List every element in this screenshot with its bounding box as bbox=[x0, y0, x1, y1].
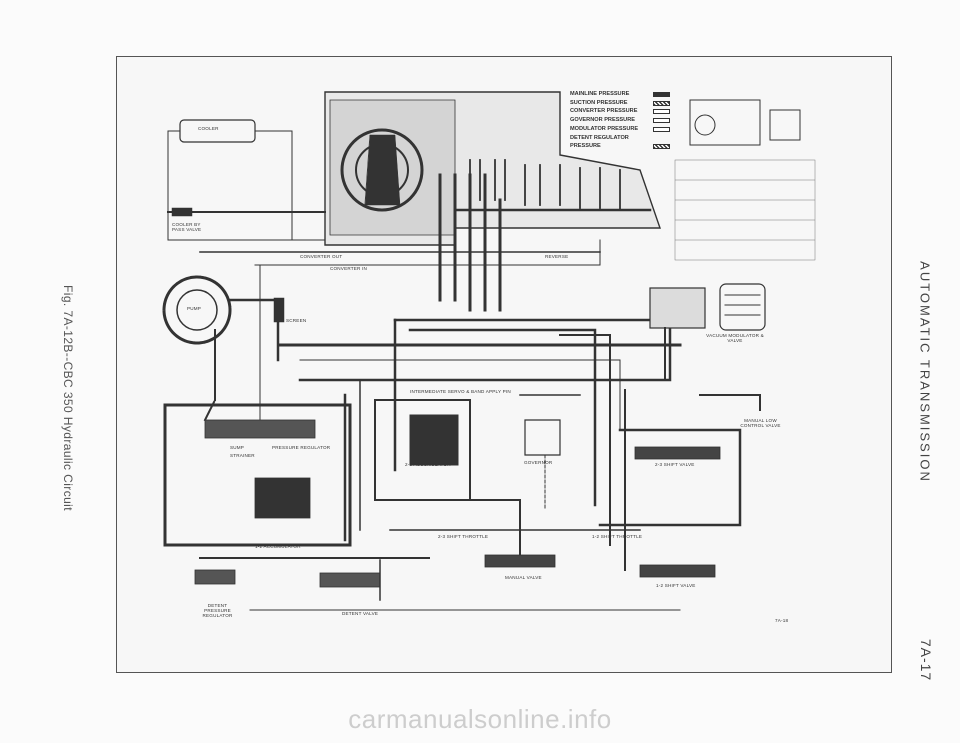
label-strainer: STRAINER bbox=[230, 453, 255, 458]
label-pump: PUMP bbox=[187, 306, 202, 311]
converter-inset bbox=[689, 99, 801, 146]
label-intermediate-servo: INTERMEDIATE SERVO & BAND APPLY PIN bbox=[410, 389, 511, 394]
label-shift-throttle-23: 2-3 SHIFT THROTTLE bbox=[438, 534, 489, 539]
screen-filter bbox=[273, 297, 285, 323]
label-shift-throttle-12: 1-2 SHIFT THROTTLE bbox=[592, 534, 643, 539]
label-manual-low: MANUAL LOW CONTROL VALVE bbox=[740, 418, 781, 428]
manual-valve bbox=[484, 554, 556, 568]
label-governor: GOVERNOR bbox=[524, 460, 553, 465]
cooler-box bbox=[179, 119, 256, 143]
intermediate-servo bbox=[409, 414, 459, 466]
label-converter-out: CONVERTER OUT bbox=[300, 254, 343, 259]
label-accumulator-23: 2-3 ACCUMULATOR bbox=[405, 462, 451, 467]
legend-swatch bbox=[653, 126, 670, 132]
watermark: carmanualsonline.info bbox=[348, 704, 612, 734]
legend-item-governor: GOVERNOR PRESSURE bbox=[570, 116, 670, 125]
legend-item-suction: SUCTION PRESSURE bbox=[570, 99, 670, 108]
label-cooler: COOLER bbox=[198, 126, 219, 131]
legend-item-pressure: PRESSURE bbox=[570, 142, 670, 151]
clutch-chart bbox=[674, 159, 816, 261]
pressure-regulator-valve bbox=[204, 419, 316, 439]
label-shift-23: 2-3 SHIFT VALVE bbox=[655, 462, 695, 467]
torque-converter bbox=[340, 128, 424, 212]
legend-swatch bbox=[653, 109, 670, 115]
legend-item-detent: DETENT REGULATOR bbox=[570, 134, 629, 141]
label-cooler-bypass: COOLER BY PASS VALVE bbox=[172, 222, 202, 232]
detent-regulator-valve bbox=[194, 569, 236, 585]
legend-item-converter: CONVERTER PRESSURE bbox=[570, 107, 670, 116]
label-detent-regulator: DETENT PRESSURE REGULATOR bbox=[202, 603, 233, 618]
label-accumulator-12: 1-2 ACCUMULATOR bbox=[255, 544, 301, 549]
label-reverse: REVERSE bbox=[545, 254, 569, 259]
label-converter-in: CONVERTER IN bbox=[330, 266, 368, 271]
governor bbox=[524, 419, 561, 456]
accumulator-12 bbox=[254, 477, 311, 519]
label-figure-code: 7A-18 bbox=[775, 618, 789, 623]
label-detent-valve: DETENT VALVE bbox=[342, 611, 379, 616]
pressure-legend: MAINLINE PRESSURE SUCTION PRESSURE CONVE… bbox=[570, 90, 670, 151]
legend-swatch bbox=[653, 117, 670, 123]
shift-valve-12 bbox=[634, 446, 721, 460]
shift-valve-23 bbox=[639, 564, 716, 578]
label-pressure-regulator: PRESSURE REGULATOR bbox=[272, 445, 331, 450]
legend-swatch bbox=[653, 144, 670, 150]
legend-swatch bbox=[653, 100, 670, 106]
pump-gear bbox=[162, 275, 232, 345]
label-screen: SCREEN bbox=[286, 318, 307, 323]
vacuum-modulator bbox=[649, 287, 706, 329]
legend-item-modulator: MODULATOR PRESSURE bbox=[570, 125, 670, 134]
label-sump: SUMP bbox=[230, 445, 245, 450]
legend-item-mainline: MAINLINE PRESSURE bbox=[570, 90, 670, 99]
label-shift-12: 1-2 SHIFT VALVE bbox=[656, 583, 696, 588]
detent-valve bbox=[319, 572, 381, 588]
label-vacuum-modulator: VACUUM MODULATOR & VALVE bbox=[706, 333, 764, 343]
label-manual-valve: MANUAL VALVE bbox=[505, 575, 542, 580]
legend-swatch bbox=[653, 91, 670, 97]
